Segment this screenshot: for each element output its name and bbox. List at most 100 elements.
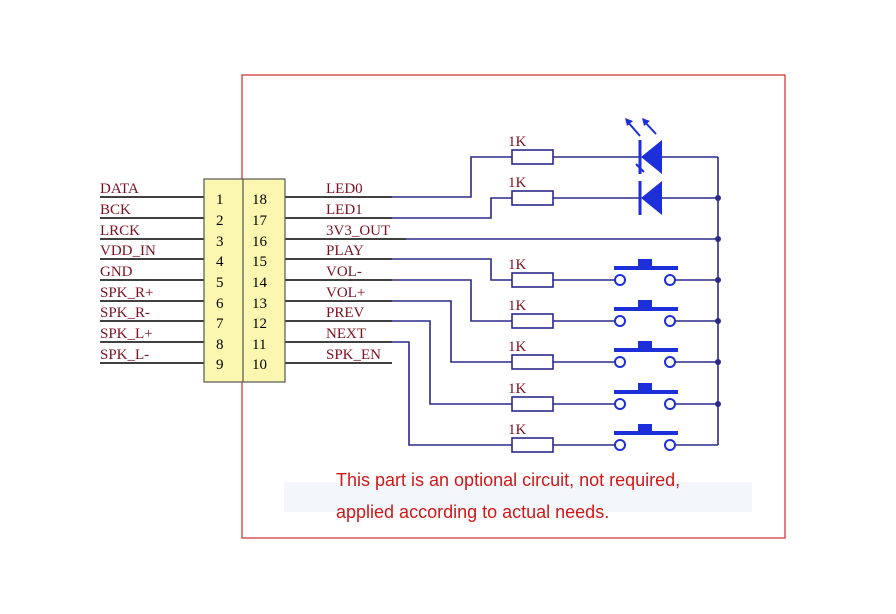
resistor-vol-minus — [511, 313, 554, 329]
wire-vol-plus — [392, 300, 512, 363]
button-contact-icon — [664, 439, 676, 451]
button-contact-icon — [614, 398, 626, 410]
junction-dot — [715, 359, 721, 365]
right-label-led0: LED0 — [326, 181, 363, 197]
right-pin-15: 15 — [252, 254, 267, 270]
left-label-8: SPK_L+ — [100, 326, 153, 342]
resistor-label-3: 1K — [508, 257, 527, 273]
left-label-3: LRCK — [100, 223, 140, 239]
right-pin-18: 18 — [252, 192, 267, 208]
button-contact-icon — [664, 398, 676, 410]
resistor-label-2: 1K — [508, 175, 527, 191]
button-contact-icon — [664, 356, 676, 368]
resistor-prev — [511, 396, 554, 412]
right-label-vol-plus: VOL+ — [326, 285, 365, 301]
led-1 — [638, 181, 718, 215]
note-background — [284, 482, 752, 512]
button-cap-icon — [638, 300, 652, 307]
button-cap-icon — [638, 259, 652, 266]
right-pin-12: 12 — [252, 316, 267, 332]
led-0 — [625, 118, 718, 174]
left-label-9: SPK_L- — [100, 347, 149, 363]
wire-prev — [392, 320, 512, 405]
led-0-triangle — [641, 140, 662, 174]
push-button-prev — [614, 383, 718, 410]
push-buttons — [614, 259, 718, 451]
resistor-label-4: 1K — [508, 298, 527, 314]
left-label-5: GND — [100, 264, 133, 280]
resistor-label-5: 1K — [508, 339, 527, 355]
junction-dot — [715, 277, 721, 283]
wire-next — [392, 341, 512, 446]
right-pin-10: 10 — [252, 357, 267, 373]
led-1-triangle — [641, 181, 662, 215]
right-label-play: PLAY — [326, 243, 364, 259]
button-contact-icon — [614, 356, 626, 368]
routing-wires — [392, 156, 718, 446]
left-pin-9: 9 — [216, 357, 224, 373]
left-pin-8: 8 — [216, 337, 224, 353]
button-cap-icon — [638, 424, 652, 431]
left-pin-numbers: 1 2 3 4 5 6 7 8 9 — [216, 192, 224, 373]
right-label-spk-en: SPK_EN — [326, 347, 381, 363]
junction-dot — [715, 318, 721, 324]
push-button-vol-minus — [614, 300, 718, 327]
resistor-label-1: 1K — [508, 134, 527, 150]
right-pin-13: 13 — [252, 296, 267, 312]
junction-dot — [715, 236, 721, 242]
push-button-play — [614, 259, 718, 286]
left-pin-2: 2 — [216, 213, 224, 229]
left-label-4: VDD_IN — [100, 243, 156, 259]
left-pin-wires — [100, 196, 204, 364]
left-label-6: SPK_R+ — [100, 285, 153, 301]
left-label-7: SPK_R- — [100, 305, 150, 321]
led-tick-icon — [635, 163, 645, 173]
push-button-next — [614, 424, 718, 451]
right-label-3v3-out: 3V3_OUT — [326, 223, 390, 239]
junction-dots — [715, 195, 721, 407]
button-contact-icon — [614, 315, 626, 327]
left-pin-5: 5 — [216, 275, 224, 291]
led-arrowhead-icon — [642, 118, 650, 126]
left-pin-7: 7 — [216, 316, 224, 332]
right-pin-14: 14 — [252, 275, 268, 291]
wire-led0 — [392, 156, 512, 198]
resistor-label-7: 1K — [508, 422, 527, 438]
resistor-play — [511, 272, 554, 288]
right-label-led1: LED1 — [326, 202, 363, 218]
note-line-2: applied according to actual needs. — [336, 502, 609, 522]
junction-dot — [715, 401, 721, 407]
left-pin-4: 4 — [216, 254, 224, 270]
resistors: 1K 1K 1K 1K 1K 1K 1K — [508, 134, 554, 453]
resistor-vol-plus — [511, 354, 554, 370]
push-button-vol-plus — [614, 341, 718, 368]
connector-body — [203, 178, 286, 383]
wire-play — [392, 258, 512, 281]
resistor-out-wires — [553, 156, 640, 446]
wire-led1 — [392, 197, 512, 219]
left-pin-3: 3 — [216, 234, 224, 250]
button-contact-icon — [614, 439, 626, 451]
right-label-vol-minus: VOL- — [326, 264, 362, 280]
right-pin-wires — [285, 196, 406, 364]
resistor-next — [511, 437, 554, 453]
right-pin-11: 11 — [252, 337, 266, 353]
right-label-prev: PREV — [326, 305, 365, 321]
right-pin-16: 16 — [252, 234, 268, 250]
resistor-label-6: 1K — [508, 381, 527, 397]
left-labels: DATA BCK LRCK VDD_IN GND SPK_R+ SPK_R- S… — [100, 181, 156, 363]
junction-dot — [715, 195, 721, 201]
left-pin-1: 1 — [216, 192, 224, 208]
right-labels: LED0 LED1 3V3_OUT PLAY VOL- VOL+ PREV NE… — [326, 181, 390, 363]
right-pin-17: 17 — [252, 213, 268, 229]
left-label-2: BCK — [100, 202, 131, 218]
right-label-next: NEXT — [326, 326, 366, 342]
button-contact-icon — [664, 274, 676, 286]
button-cap-icon — [638, 383, 652, 390]
left-label-1: DATA — [100, 181, 139, 197]
resistor-led1 — [511, 190, 554, 206]
button-contact-icon — [614, 274, 626, 286]
button-contact-icon — [664, 315, 676, 327]
